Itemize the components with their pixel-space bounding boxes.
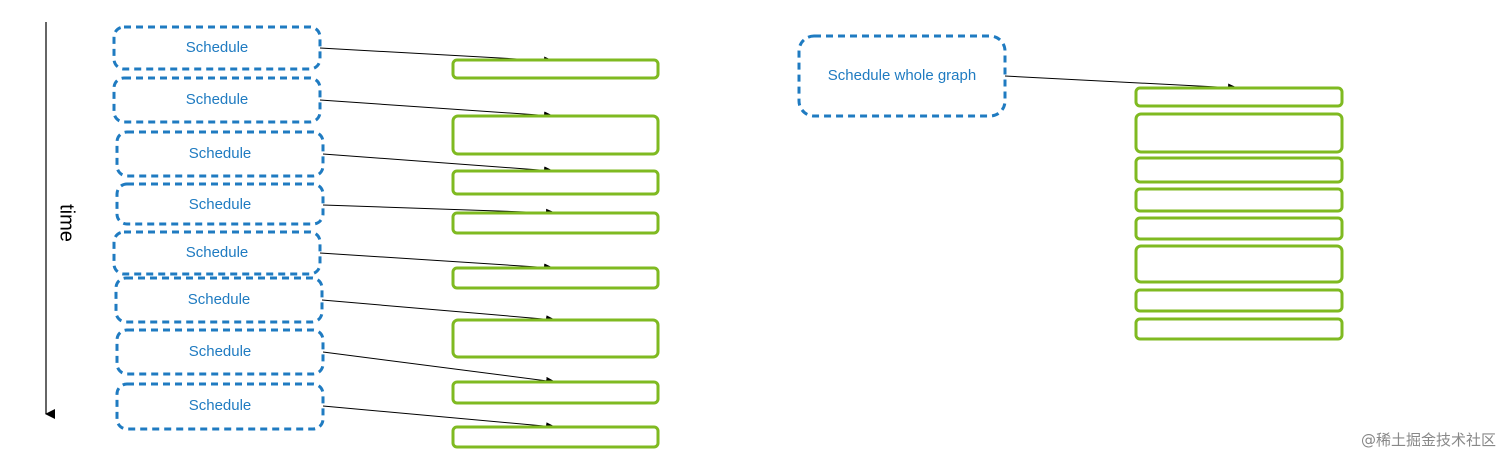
- graph-task-box: [1134, 244, 1344, 284]
- schedule-label: Schedule: [189, 196, 252, 213]
- task-box: [451, 114, 660, 156]
- schedule-label: Schedule: [189, 397, 252, 414]
- graph-task-box: [1134, 86, 1344, 108]
- whole-graph-scheduling: Schedule whole graph: [797, 34, 1344, 341]
- schedule-box: [112, 230, 322, 276]
- task-box: [451, 58, 660, 80]
- time-axis-label: time: [56, 204, 78, 242]
- schedule-arrow: [322, 153, 554, 175]
- task-box: [451, 318, 660, 359]
- schedule-arrow: [322, 405, 556, 431]
- task-box: [451, 266, 660, 290]
- schedule-box: [114, 276, 324, 324]
- per-kernel-scheduling: Schedule Schedule Schedule Schedule Sche…: [112, 25, 660, 449]
- schedule-whole-label: Schedule whole graph: [828, 67, 976, 84]
- schedule-box: [115, 182, 325, 226]
- graph-task-box: [1134, 156, 1344, 184]
- schedule-whole-arrow: [1004, 75, 1238, 92]
- schedule-label: Schedule: [186, 244, 249, 261]
- schedule-box: [112, 76, 322, 124]
- schedule-label: Schedule: [186, 91, 249, 108]
- schedule-label: Schedule: [188, 291, 251, 308]
- task-box: [451, 211, 660, 235]
- schedule-arrow: [319, 99, 554, 120]
- graph-task-box: [1134, 187, 1344, 213]
- schedule-whole-box: [797, 34, 1007, 118]
- schedule-box: [115, 130, 325, 178]
- schedule-arrow: [321, 299, 556, 324]
- graph-task-box: [1134, 216, 1344, 241]
- schedule-box: [112, 25, 322, 71]
- graph-task-box: [1134, 317, 1344, 341]
- time-axis: time: [45, 22, 78, 419]
- schedule-arrow: [322, 351, 556, 385]
- schedule-label: Schedule: [186, 39, 249, 56]
- schedule-label: Schedule: [189, 145, 252, 162]
- schedule-box: [115, 328, 325, 376]
- schedule-label: Schedule: [189, 343, 252, 360]
- watermark: @稀土掘金技术社区: [1361, 431, 1496, 449]
- schedule-box: [115, 382, 325, 431]
- graph-task-box: [1134, 112, 1344, 154]
- schedule-arrow: [319, 252, 554, 272]
- task-box: [451, 169, 660, 196]
- graph-task-box: [1134, 288, 1344, 313]
- task-box: [451, 425, 660, 449]
- task-box: [451, 380, 660, 405]
